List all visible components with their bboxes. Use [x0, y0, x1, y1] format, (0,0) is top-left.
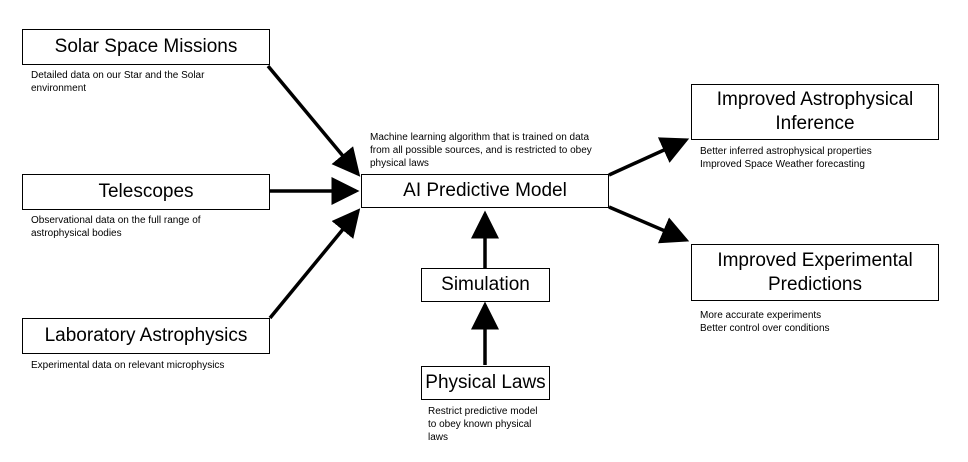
laboratory-astrophysics-title: Laboratory Astrophysics	[44, 325, 248, 347]
solar-space-missions-box: Solar Space Missions	[22, 29, 270, 65]
improved-astrophysical-inference-title: Improved Astrophysical Inference	[716, 89, 914, 134]
telescopes-note: Observational data on the full range of …	[31, 215, 201, 239]
ai-predictive-model-box: AI Predictive Model	[361, 174, 609, 208]
improved-astrophysical-inference-note: Better inferred astrophysical properties…	[700, 146, 872, 170]
telescopes-title: Telescopes	[98, 181, 194, 203]
solar-space-missions-note: Detailed data on our Star and the Solar …	[31, 70, 205, 94]
physical-laws-box: Physical Laws	[421, 366, 550, 400]
arrow-ai-to-experimental	[608, 205, 690, 244]
ai-predictive-model-title: AI Predictive Model	[403, 180, 567, 202]
improved-experimental-predictions-title: Improved Experimental Predictions	[717, 249, 913, 295]
improved-experimental-predictions-note: More accurate experiments Better control…	[700, 310, 830, 334]
arrow-lab-to-ai	[268, 208, 361, 320]
arrow-ai-to-inference	[608, 137, 690, 177]
improved-experimental-predictions-box: Improved Experimental Predictions	[691, 244, 939, 301]
laboratory-astrophysics-box: Laboratory Astrophysics	[22, 318, 270, 354]
improved-astrophysical-inference-box: Improved Astrophysical Inference	[691, 84, 939, 140]
simulation-box: Simulation	[421, 268, 550, 302]
simulation-title: Simulation	[441, 274, 530, 296]
physical-laws-note: Restrict predictive model to obey known …	[428, 406, 538, 443]
ai-predictive-model-note: Machine learning algorithm that is train…	[370, 132, 592, 169]
laboratory-astrophysics-note: Experimental data on relevant microphysi…	[31, 360, 225, 371]
telescopes-box: Telescopes	[22, 174, 270, 210]
arrow-solar-to-ai	[266, 64, 361, 177]
physical-laws-title: Physical Laws	[425, 372, 546, 394]
solar-space-missions-title: Solar Space Missions	[54, 36, 238, 58]
